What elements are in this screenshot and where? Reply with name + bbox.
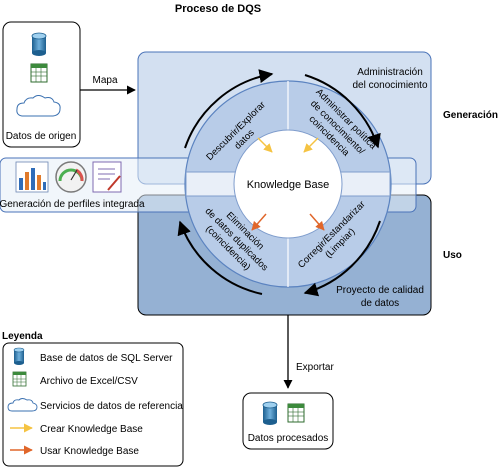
create-kb-arrow-right: [303, 137, 319, 153]
output-spreadsheet-icon: [287, 403, 305, 423]
legend-database-icon: [13, 347, 25, 365]
dq-project-label-2: de datos: [361, 298, 399, 309]
cycle-arrow-right: [304, 74, 381, 149]
knowledge-base-label: Knowledge Base: [247, 179, 330, 191]
legend-item-cloud: Servicios de datos de referencia: [40, 401, 183, 412]
export-label: Exportar: [296, 362, 334, 373]
bar-chart-icon: [15, 161, 49, 193]
legend-item-database: Base de datos de SQL Server: [40, 353, 173, 364]
use-kb-arrow-left: [251, 213, 267, 231]
diagram-title: Proceso de DQS: [175, 3, 261, 15]
use-label: Uso: [443, 250, 462, 261]
legend-cloud-icon: [7, 398, 38, 412]
legend-spreadsheet-icon: [12, 371, 27, 387]
dq-project-label-1: Proyecto de calidad: [336, 285, 424, 296]
cycle-arrow-top: [184, 69, 274, 149]
cycle-arrow-left: [177, 220, 263, 295]
use-kb-arrow-right: [309, 213, 325, 231]
generation-label: Generación: [443, 110, 498, 121]
legend-title: Leyenda: [2, 331, 43, 342]
output-label: Datos procesados: [248, 433, 329, 444]
create-kb-arrow-left: [257, 137, 273, 153]
gauge-icon: [55, 161, 87, 193]
map-label: Mapa: [92, 75, 117, 86]
spreadsheet-icon: [30, 63, 48, 83]
legend-item-use: Usar Knowledge Base: [40, 446, 139, 457]
profiling-label: Generación de perfiles integrada: [0, 199, 145, 210]
output-database-icon: [262, 401, 278, 425]
knowledge-admin-label-2: del conocimiento: [352, 80, 427, 91]
database-icon: [31, 32, 47, 56]
source-label: Datos de origen: [6, 131, 77, 142]
legend-item-spreadsheet: Archivo de Excel/CSV: [40, 376, 138, 387]
knowledge-admin-label-1: Administración: [357, 67, 423, 78]
cycle-arrow-bottom: [303, 220, 381, 297]
cloud-icon: [16, 95, 61, 117]
report-icon: [92, 161, 122, 193]
legend-item-create: Crear Knowledge Base: [40, 424, 143, 435]
knowledge-base-core: [233, 129, 343, 239]
legend-box: [2, 342, 184, 467]
